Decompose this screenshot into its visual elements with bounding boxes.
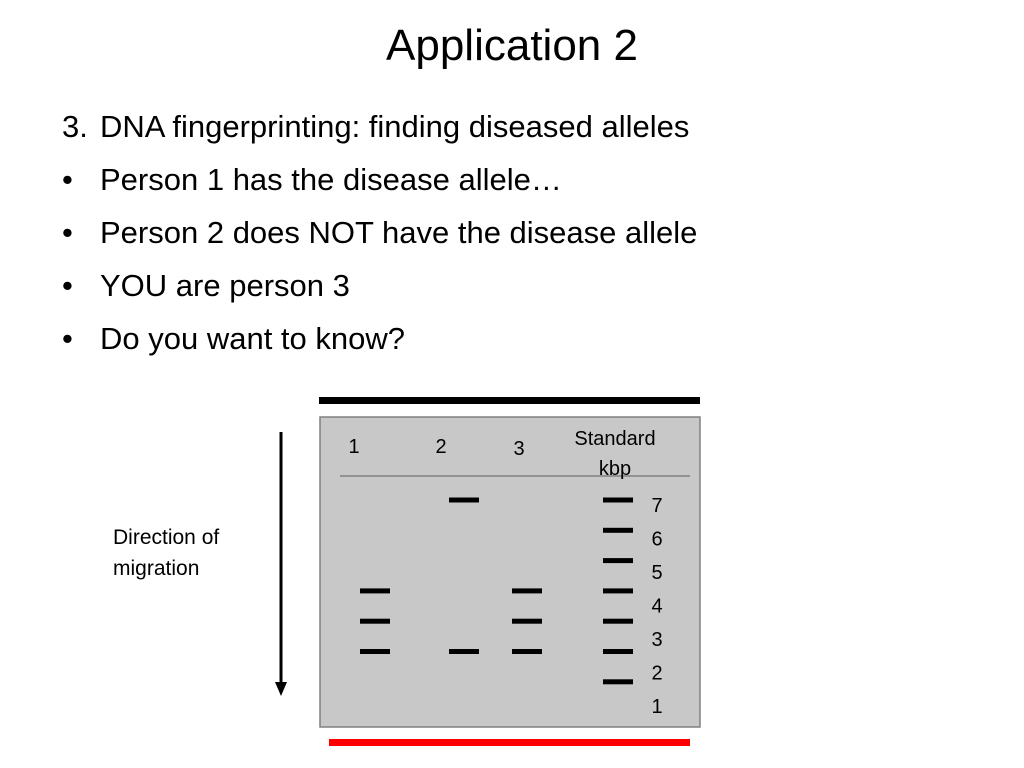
gel-band [603,497,633,503]
bullet-marker: 3. [62,109,88,144]
bullet-list: 3. DNA fingerprinting: finding diseased … [62,100,962,365]
lane-label: 3 [513,438,524,460]
lane-label: 1 [348,436,359,458]
gel-band [512,649,542,654]
bullet-marker: • [62,162,73,197]
kbp-scale-label: 2 [651,663,662,685]
migration-label-line: migration [113,557,200,580]
gel-band [603,558,633,564]
slide-title: Application 2 [386,21,638,70]
kbp-scale-label: 4 [651,596,662,618]
migration-arrow-head [275,682,287,696]
bullet-text: DNA fingerprinting: finding diseased all… [100,109,690,144]
gel-band [603,649,633,654]
bullet-marker: • [62,268,73,303]
bullet-item: • Person 2 does NOT have the disease all… [62,206,962,259]
kbp-scale-label: 3 [651,629,662,651]
bullet-item: • Person 1 has the disease allele… [62,153,962,206]
kbp-scale-label: 1 [651,696,662,718]
bullet-item: 3. DNA fingerprinting: finding diseased … [62,100,962,153]
gel-band [603,679,633,685]
lane-label: 2 [435,436,446,458]
bullet-text: Person 2 does NOT have the disease allel… [100,215,698,250]
bullet-text: Do you want to know? [100,321,406,356]
bullet-item: • YOU are person 3 [62,259,962,312]
gel-band [360,588,390,594]
gel-top-bar [319,397,700,404]
gel-band [360,649,390,654]
kbp-scale-label: 5 [651,562,662,584]
bullet-marker: • [62,321,73,356]
bullet-marker: • [62,215,73,250]
gel-band [449,497,479,503]
gel-band [603,618,633,624]
kbp-scale-label: 7 [651,495,662,517]
migration-arrow [275,432,287,696]
gel-band [603,527,633,533]
gel-band [603,588,633,594]
gel-band [512,618,542,624]
scale-layer: 7 6 5 4 3 2 1 [651,495,662,718]
standard-label: Standard [574,428,655,450]
standard-unit-label: kbp [599,458,631,480]
gel-diagram: 1 2 3 Standard kbp 7 6 5 4 3 2 1 [319,397,701,746]
bullet-item: • Do you want to know? [62,312,962,365]
gel-band [449,649,479,654]
gel-band [360,618,390,624]
kbp-scale-label: 6 [651,529,662,551]
bullet-text: Person 1 has the disease allele… [100,162,562,197]
gel-bottom-bar [329,739,690,746]
bullet-text: YOU are person 3 [100,268,350,303]
migration-label: Direction of migration [113,522,219,584]
gel-band [512,588,542,594]
gel-box [319,416,701,728]
bands-layer [360,497,633,685]
migration-label-line: Direction of [113,526,220,549]
